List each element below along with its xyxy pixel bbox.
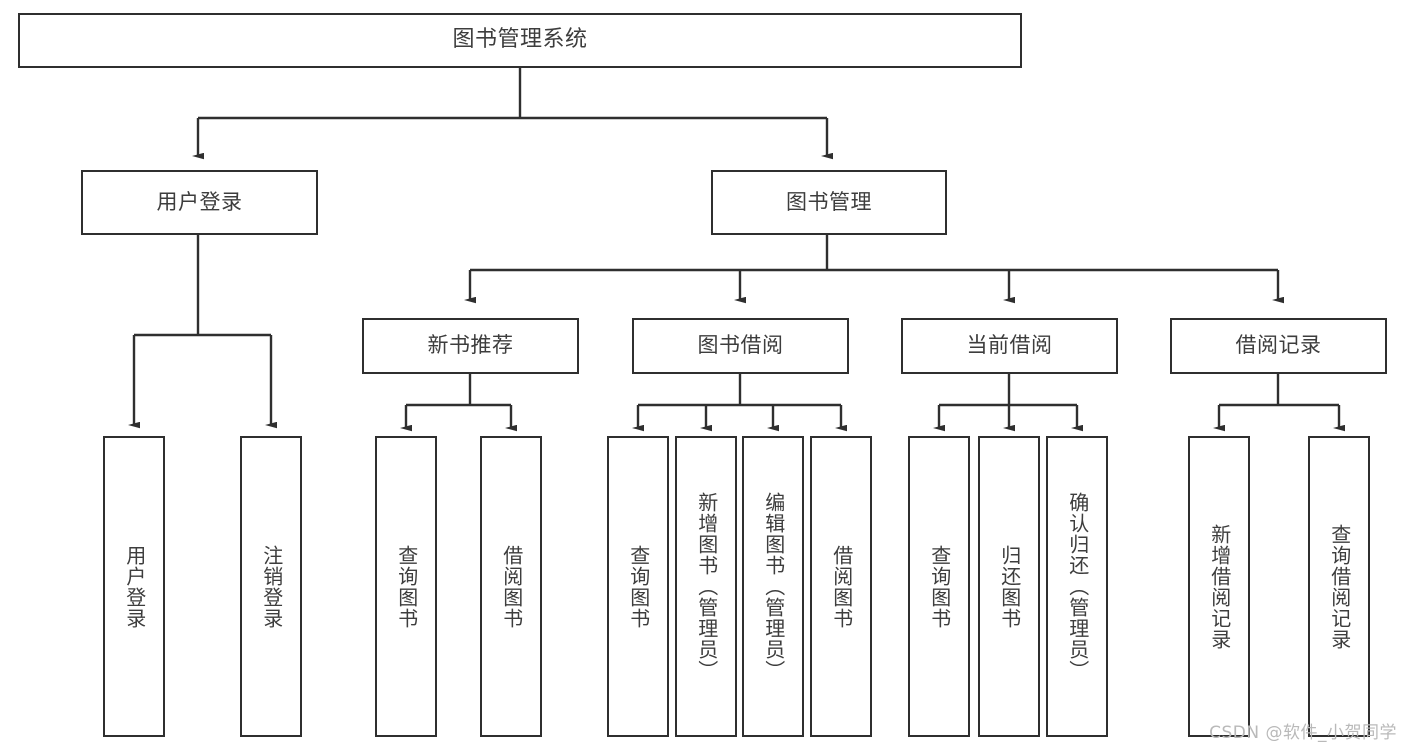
node-leaf-return-book-label: 归还图书 (997, 544, 1022, 629)
watermark: CSDN @软件_小贺同学 (1209, 723, 1397, 743)
node-leaf-query-book-2[interactable]: 查询图书 (607, 436, 669, 737)
node-book-management[interactable]: 图书管理 (711, 170, 947, 235)
node-leaf-query-book-3[interactable]: 查询图书 (908, 436, 970, 737)
node-leaf-user-login[interactable]: 用户登录 (103, 436, 165, 737)
node-root-label: 图书管理系统 (452, 27, 588, 53)
node-leaf-logout[interactable]: 注销登录 (240, 436, 302, 737)
node-user-login[interactable]: 用户登录 (81, 170, 318, 235)
node-leaf-edit-book-label: 编辑图书（管理员） (761, 492, 786, 681)
node-leaf-borrow-book-2[interactable]: 借阅图书 (810, 436, 872, 737)
node-leaf-borrow-book-1-label: 借阅图书 (499, 544, 524, 629)
node-user-login-label: 用户登录 (156, 189, 243, 214)
node-book-management-label: 图书管理 (786, 189, 872, 214)
node-leaf-borrow-book-2-label: 借阅图书 (829, 544, 854, 629)
node-leaf-borrow-book-1[interactable]: 借阅图书 (480, 436, 542, 737)
node-leaf-query-record-label: 查询借阅记录 (1327, 523, 1352, 650)
node-leaf-query-book-1-label: 查询图书 (394, 544, 419, 629)
node-leaf-logout-label: 注销登录 (259, 544, 284, 629)
node-new-book-recommend-label: 新书推荐 (427, 333, 514, 358)
node-book-borrow[interactable]: 图书借阅 (632, 318, 849, 374)
node-leaf-add-record[interactable]: 新增借阅记录 (1188, 436, 1250, 737)
node-leaf-query-book-2-label: 查询图书 (626, 544, 651, 629)
node-leaf-add-record-label: 新增借阅记录 (1207, 523, 1232, 650)
node-leaf-query-record[interactable]: 查询借阅记录 (1308, 436, 1370, 737)
node-root[interactable]: 图书管理系统 (18, 13, 1022, 68)
node-borrow-record[interactable]: 借阅记录 (1170, 318, 1387, 374)
node-leaf-add-book-label: 新增图书（管理员） (694, 492, 719, 681)
node-leaf-query-book-3-label: 查询图书 (927, 544, 952, 629)
node-leaf-query-book-1[interactable]: 查询图书 (375, 436, 437, 737)
node-book-borrow-label: 图书借阅 (697, 333, 784, 358)
node-leaf-confirm-return-label: 确认归还（管理员） (1065, 492, 1090, 681)
node-leaf-return-book[interactable]: 归还图书 (978, 436, 1040, 737)
node-leaf-confirm-return[interactable]: 确认归还（管理员） (1046, 436, 1108, 737)
node-current-borrow-label: 当前借阅 (966, 333, 1053, 358)
node-leaf-edit-book[interactable]: 编辑图书（管理员） (742, 436, 804, 737)
node-borrow-record-label: 借阅记录 (1235, 333, 1322, 358)
node-new-book-recommend[interactable]: 新书推荐 (362, 318, 579, 374)
node-current-borrow[interactable]: 当前借阅 (901, 318, 1118, 374)
node-leaf-user-login-label: 用户登录 (122, 544, 147, 629)
node-leaf-add-book[interactable]: 新增图书（管理员） (675, 436, 737, 737)
